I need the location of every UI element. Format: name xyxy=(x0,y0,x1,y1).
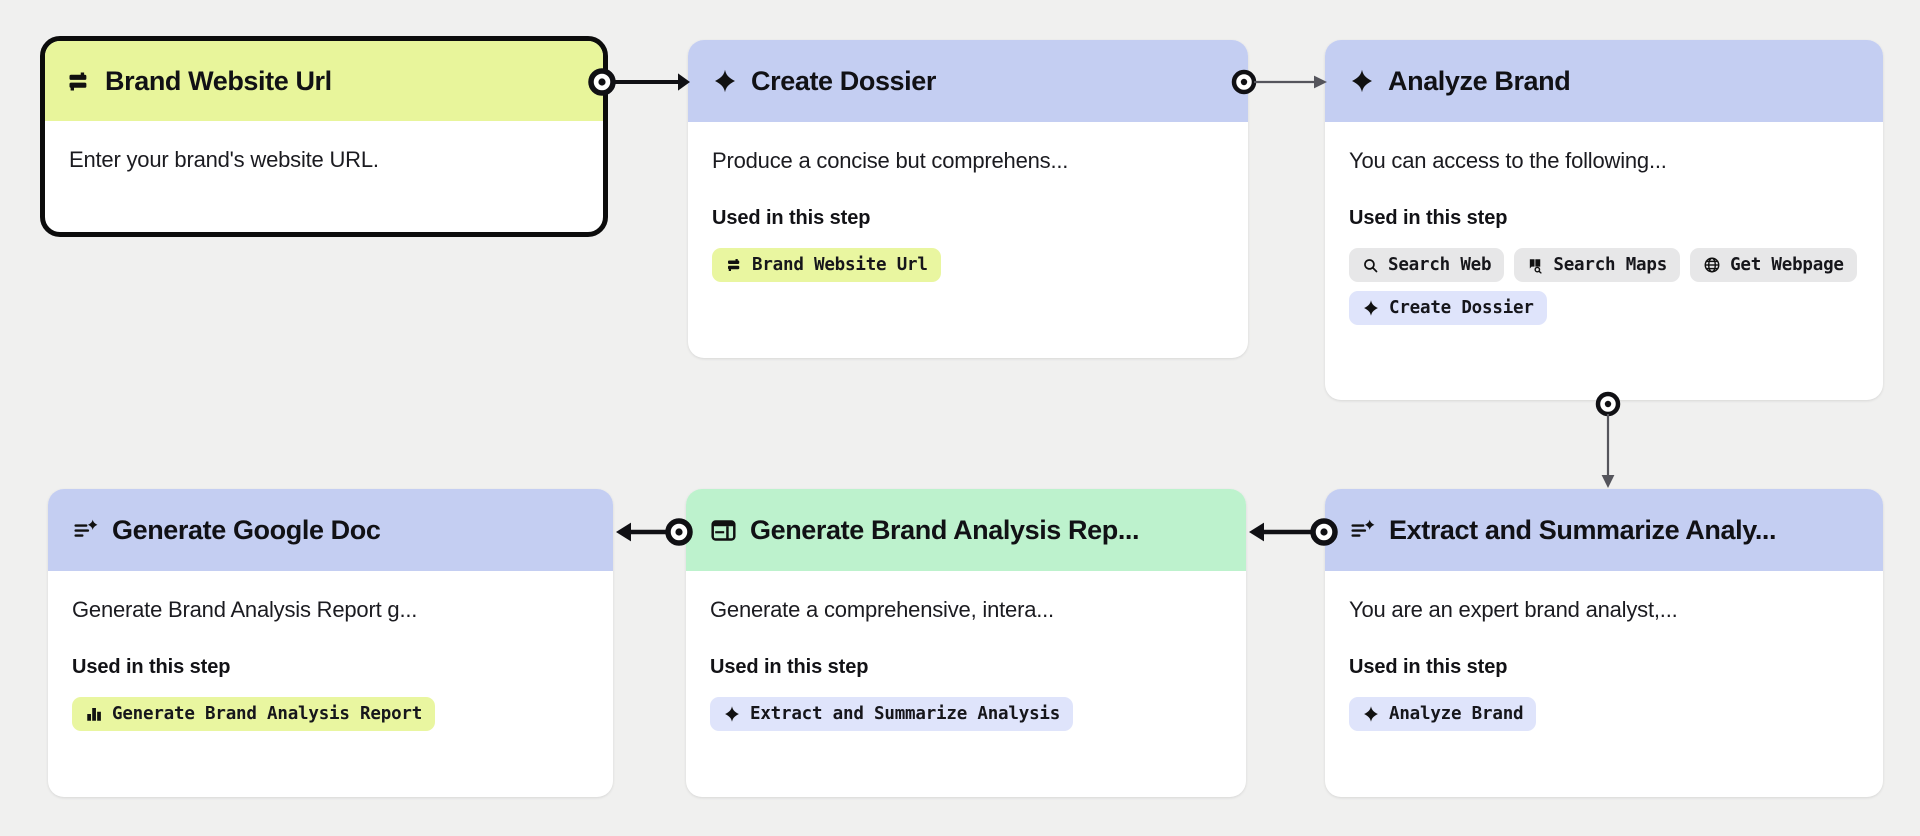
search-icon xyxy=(1362,257,1379,274)
doc-sparkle-icon xyxy=(72,517,99,544)
chip-label: Create Dossier xyxy=(1389,298,1534,318)
edge-url-to-dossier[interactable] xyxy=(586,60,696,104)
chip-extract-and-summarize-analysis[interactable]: Extract and Summarize Analysis xyxy=(710,697,1074,731)
chip-list: Analyze Brand xyxy=(1349,697,1859,731)
node-title: Extract and Summarize Analy... xyxy=(1389,514,1777,545)
node-description: You are an expert brand analyst,... xyxy=(1349,597,1678,622)
chip-label: Brand Website Url xyxy=(752,255,928,275)
node-header: Brand Website Url xyxy=(45,41,603,121)
edge-report-to-googledoc[interactable] xyxy=(613,510,699,554)
node-description: Generate Brand Analysis Report g... xyxy=(72,597,418,622)
node-body: You can access to the following... Used … xyxy=(1325,122,1883,355)
node-body: Produce a concise but comprehens... Used… xyxy=(688,122,1248,312)
chip-analyze-brand[interactable]: Analyze Brand xyxy=(1349,697,1537,731)
node-description: You can access to the following... xyxy=(1349,148,1667,173)
edge-dossier-to-analyze[interactable] xyxy=(1228,60,1334,104)
edge-source-dot xyxy=(1604,400,1612,408)
chip-generate-brand-analysis-report[interactable]: Generate Brand Analysis Report xyxy=(72,697,436,731)
sparkle-icon xyxy=(712,68,738,94)
used-in-this-step-label: Used in this step xyxy=(1349,656,1508,678)
used-in-this-step-label: Used in this step xyxy=(1349,207,1508,229)
chip-label: Analyze Brand xyxy=(1389,704,1524,724)
node-create-dossier[interactable]: Create Dossier Produce a concise but com… xyxy=(688,40,1248,358)
chip-label: Extract and Summarize Analysis xyxy=(750,704,1061,724)
node-body: Enter your brand's website URL. xyxy=(45,121,603,203)
edge-arrowhead xyxy=(1249,522,1264,542)
edge-analyze-to-extract[interactable] xyxy=(1586,387,1630,497)
chip-create-dossier[interactable]: Create Dossier xyxy=(1349,291,1547,325)
chip-get-webpage[interactable]: Get Webpage xyxy=(1690,248,1857,282)
edge-source-dot xyxy=(1240,78,1248,86)
bar-chart-icon xyxy=(85,705,103,723)
node-generate-brand-analysis-report[interactable]: Generate Brand Analysis Rep... Generate … xyxy=(686,489,1246,797)
edge-extract-to-report[interactable] xyxy=(1246,510,1346,554)
edge-arrowhead xyxy=(1601,475,1615,488)
node-brand-website-url[interactable]: Brand Website Url Enter your brand's web… xyxy=(40,36,608,237)
chip-label: Search Maps xyxy=(1553,255,1668,275)
chip-list: Generate Brand Analysis Report xyxy=(72,697,589,731)
used-in-this-step-label: Used in this step xyxy=(710,656,869,678)
node-description: Generate a comprehensive, intera... xyxy=(710,597,1054,622)
node-body: Generate Brand Analysis Report g... Used… xyxy=(48,571,613,761)
chip-label: Search Web xyxy=(1388,255,1492,275)
node-body: Generate a comprehensive, intera... Used… xyxy=(686,571,1246,761)
sparkle-icon xyxy=(723,705,741,723)
edge-arrowhead xyxy=(616,522,631,542)
node-extract-and-summarize-analysis[interactable]: Extract and Summarize Analy... You are a… xyxy=(1325,489,1883,797)
edge-arrowhead xyxy=(678,73,690,91)
input-field-icon xyxy=(65,68,92,95)
node-title: Analyze Brand xyxy=(1388,65,1571,96)
node-header: Create Dossier xyxy=(688,40,1248,122)
chip-search-web[interactable]: Search Web xyxy=(1349,248,1505,282)
sparkle-icon xyxy=(1362,705,1380,723)
chip-list: Extract and Summarize Analysis xyxy=(710,697,1222,731)
node-generate-google-doc[interactable]: Generate Google Doc Generate Brand Analy… xyxy=(48,489,613,797)
node-header: Generate Google Doc xyxy=(48,489,613,571)
globe-icon xyxy=(1703,256,1721,274)
edge-arrowhead xyxy=(1314,75,1327,89)
node-description: Enter your brand's website URL. xyxy=(69,147,379,172)
node-title: Create Dossier xyxy=(751,65,936,96)
layout-panel-icon xyxy=(710,517,737,544)
chip-label: Get Webpage xyxy=(1730,255,1844,275)
node-title: Brand Website Url xyxy=(105,65,332,96)
used-in-this-step-label: Used in this step xyxy=(72,656,231,678)
node-header: Analyze Brand xyxy=(1325,40,1883,122)
edge-source-dot xyxy=(598,78,606,86)
sparkle-icon xyxy=(1362,299,1380,317)
sparkle-icon xyxy=(1349,68,1375,94)
node-header: Generate Brand Analysis Rep... xyxy=(686,489,1246,571)
chip-label: Generate Brand Analysis Report xyxy=(112,704,423,724)
node-analyze-brand[interactable]: Analyze Brand You can access to the foll… xyxy=(1325,40,1883,400)
input-field-icon xyxy=(725,256,743,274)
node-title: Generate Google Doc xyxy=(112,514,381,545)
edge-source-dot xyxy=(1320,528,1328,536)
chip-list: Search Web Search Maps xyxy=(1349,248,1859,325)
used-in-this-step-label: Used in this step xyxy=(712,207,871,229)
doc-sparkle-icon xyxy=(1349,517,1376,544)
node-body: You are an expert brand analyst,... Used… xyxy=(1325,571,1883,761)
chip-list: Brand Website Url xyxy=(712,248,1224,282)
node-header: Extract and Summarize Analy... xyxy=(1325,489,1883,571)
edge-source-dot xyxy=(675,528,683,536)
node-title: Generate Brand Analysis Rep... xyxy=(750,514,1140,545)
chip-brand-website-url[interactable]: Brand Website Url xyxy=(712,248,941,282)
map-pin-icon xyxy=(1527,257,1544,274)
chip-search-maps[interactable]: Search Maps xyxy=(1514,248,1681,282)
node-description: Produce a concise but comprehens... xyxy=(712,148,1069,173)
